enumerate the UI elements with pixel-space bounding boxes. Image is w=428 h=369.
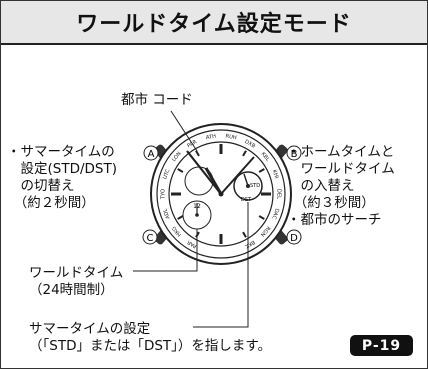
subdial-24h-pivot — [195, 213, 199, 217]
bezel-city-code: ATH — [205, 134, 216, 142]
leader-world-time — [133, 229, 198, 272]
leader-dst-setting — [193, 202, 249, 328]
note-line: 設定(STD/DST) — [7, 161, 118, 177]
bezel-city-code: ADL — [162, 208, 171, 220]
bezel-city-code: UTC — [162, 168, 171, 180]
hour-hand — [204, 167, 223, 195]
dst-pivot — [246, 184, 250, 188]
leader-city-code — [170, 110, 198, 152]
bezel-city-code: DXB — [243, 139, 256, 150]
bezel-city-code: PAR — [186, 238, 198, 248]
note-line: の切替え — [7, 178, 75, 194]
hour-marker — [242, 150, 247, 157]
hour-marker — [177, 215, 184, 220]
note-line: ・都市のサーチ — [287, 212, 382, 228]
world-time-label: ワールドタイム （24時間制） — [29, 265, 123, 299]
bezel-city-code: TYO — [161, 189, 167, 200]
bezel-city-code: KHI — [271, 169, 280, 180]
city-code-label: 都市 コード — [121, 92, 193, 108]
page-reference-badge: P-19 — [350, 335, 413, 356]
minute-hand — [220, 156, 255, 195]
hour-marker — [195, 150, 200, 157]
bezel-city-code: HKG — [171, 225, 183, 238]
center-pivot — [218, 191, 224, 197]
dst-hand — [243, 173, 249, 187]
hour-marker — [258, 168, 265, 173]
dst-toggle-note: ・サマータイムの 設定(STD/DST) の切替え （約２秒間） — [7, 144, 117, 212]
button-c-marker — [142, 229, 158, 245]
hour-marker — [242, 231, 247, 238]
button-b-marker — [286, 145, 302, 161]
hour-marker — [258, 215, 265, 220]
note-line: ワールドタイム — [287, 161, 395, 177]
note-line: ・ホームタイムと — [287, 144, 395, 160]
note-line: ・サマータイムの — [7, 144, 115, 160]
note-line: ワールドタイム — [29, 265, 124, 281]
button-d-letter: D — [290, 233, 298, 244]
button-a-letter: A — [148, 149, 155, 160]
note-line: （約３秒間） — [287, 195, 375, 211]
swap-and-search-note: ・ホームタイムと ワールドタイム の入替え （約３秒間） ・都市のサーチ — [287, 144, 395, 229]
bezel-city-code: RUH — [225, 133, 237, 141]
bezel-city-code: DEL — [276, 189, 282, 199]
hour-marker — [177, 168, 184, 173]
std-label: STD — [250, 183, 260, 189]
bezel-city-code: KBL — [260, 151, 271, 162]
button-c-letter: C — [147, 233, 154, 244]
note-line: （「STD」または「DST」）を指します。 — [29, 338, 272, 354]
header-bar: ワールドタイム設定モード — [1, 1, 427, 45]
note-line: （24時間制） — [29, 282, 114, 298]
button-d-marker — [286, 229, 302, 245]
note-line: の入替え — [287, 178, 355, 194]
button-b-letter: B — [291, 149, 298, 160]
bezel-city-code: LON — [171, 151, 183, 163]
bezel-city-code: BKK — [243, 239, 255, 250]
button-a-marker — [143, 145, 159, 161]
bezel-city-code: DAC — [270, 207, 280, 220]
page-title: ワールドタイム設定モード — [76, 12, 352, 37]
note-line: サマータイムの設定 — [29, 321, 151, 337]
hour-markers — [171, 144, 271, 244]
dst-label: DST — [241, 197, 252, 203]
dst-setting-label: サマータイムの設定 （「STD」または「DST」）を指します。 — [29, 321, 271, 355]
note-line: （約２秒間） — [7, 195, 95, 211]
